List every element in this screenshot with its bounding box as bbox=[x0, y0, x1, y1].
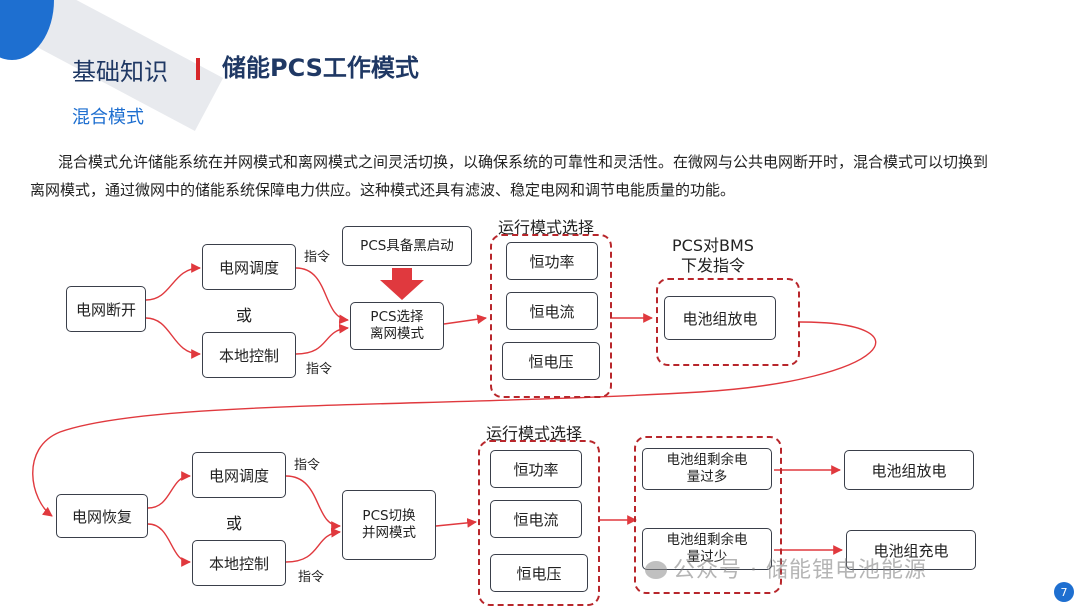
mode-select-title-top: 运行模式选择 bbox=[498, 218, 595, 237]
arrow-start-to-local bbox=[145, 317, 201, 359]
or-label: 或 bbox=[236, 306, 253, 325]
battery-discharge-box-top: 电池组放电 bbox=[664, 296, 776, 340]
title-divider bbox=[196, 58, 200, 80]
grid-dispatch-box-bottom: 电网调度 bbox=[192, 452, 286, 498]
arrow-local-to-pcs-switch bbox=[285, 527, 341, 563]
mode-group-top bbox=[490, 234, 612, 398]
soc-group bbox=[634, 436, 782, 594]
black-start-box: PCS具备黑启动 bbox=[342, 226, 472, 266]
page-title: 储能PCS工作模式 bbox=[222, 54, 419, 82]
bms-command-line1: PCS对BMS bbox=[672, 236, 754, 255]
arrow-dispatch-to-pcs-switch bbox=[285, 475, 341, 531]
grid-disconnect-box: 电网断开 bbox=[66, 286, 146, 332]
command-label-bottom: 指令 bbox=[306, 362, 333, 377]
pcs-ongrid-line2: 并网模式 bbox=[362, 525, 416, 541]
mode-select-title-bottom: 运行模式选择 bbox=[486, 424, 583, 443]
arrow-recover-to-local bbox=[147, 523, 191, 567]
arrow-pcs-to-modes bbox=[443, 314, 487, 325]
local-control-box-bottom: 本地控制 bbox=[192, 540, 286, 586]
page-category-title: 基础知识 bbox=[72, 58, 168, 86]
section-title: 混合模式 bbox=[72, 107, 144, 128]
bms-command-line2: 下发指令 bbox=[680, 256, 745, 275]
soc-high-box: 电池组剩余电 量过多 bbox=[642, 448, 772, 490]
mode-group-bottom bbox=[478, 440, 600, 606]
bms-command-title: PCS对BMS 下发指令 bbox=[672, 236, 754, 276]
arrow-recover-to-dispatch bbox=[147, 471, 191, 509]
or-label-bottom: 或 bbox=[226, 514, 243, 533]
watermark: 公众号 · 储能锂电池能源 bbox=[645, 552, 927, 584]
grid-dispatch-box: 电网调度 bbox=[202, 244, 296, 290]
discharge-group-top bbox=[656, 278, 800, 366]
arrow-pcs-switch-to-modes bbox=[435, 518, 477, 528]
body-paragraph: 混合模式允许储能系统在并网模式和离网模式之间灵活切换，以确保系统的可靠性和灵活性… bbox=[30, 153, 989, 199]
arrow-start-to-dispatch bbox=[145, 263, 201, 301]
constant-voltage-box: 恒电压 bbox=[502, 342, 600, 380]
soc-high-line1: 电池组剩余电 bbox=[666, 452, 748, 468]
watermark-text: 公众号 · 储能锂电池能源 bbox=[673, 558, 927, 583]
command-label-top: 指令 bbox=[304, 250, 331, 265]
constant-voltage-box-bottom: 恒电压 bbox=[490, 554, 588, 592]
grid-recovery-box: 电网恢复 bbox=[56, 494, 148, 538]
soc-low-line2: 量过少 bbox=[686, 549, 728, 565]
battery-charge-box: 电池组充电 bbox=[846, 530, 976, 570]
arrow-dispatch-to-pcs bbox=[295, 267, 349, 325]
command-label-top-bottom: 指令 bbox=[294, 458, 321, 473]
soc-low-line1: 电池组剩余电 bbox=[666, 532, 748, 548]
pcs-offgrid-line2: 离网模式 bbox=[370, 326, 424, 342]
battery-discharge-box-bottom: 电池组放电 bbox=[844, 450, 974, 490]
constant-current-box-bottom: 恒电流 bbox=[490, 500, 582, 538]
local-control-box: 本地控制 bbox=[202, 332, 296, 378]
arrow-discharge-to-recovery bbox=[32, 321, 877, 517]
pcs-ongrid-box: PCS切换 并网模式 bbox=[342, 490, 436, 560]
constant-current-box: 恒电流 bbox=[506, 292, 598, 330]
arrow-local-to-pcs bbox=[295, 323, 349, 355]
soc-high-line2: 量过多 bbox=[686, 469, 728, 485]
pcs-offgrid-line1: PCS选择 bbox=[370, 309, 424, 325]
command-label-bottom-bottom: 指令 bbox=[298, 570, 325, 585]
constant-power-box-bottom: 恒功率 bbox=[490, 450, 582, 488]
constant-power-box: 恒功率 bbox=[506, 242, 598, 280]
black-start-down-arrow bbox=[380, 268, 424, 300]
pcs-offgrid-box: PCS选择 离网模式 bbox=[350, 302, 444, 350]
pcs-ongrid-line1: PCS切换 bbox=[362, 508, 416, 524]
wechat-icon bbox=[645, 561, 667, 579]
page-number: 7 bbox=[1054, 582, 1074, 602]
